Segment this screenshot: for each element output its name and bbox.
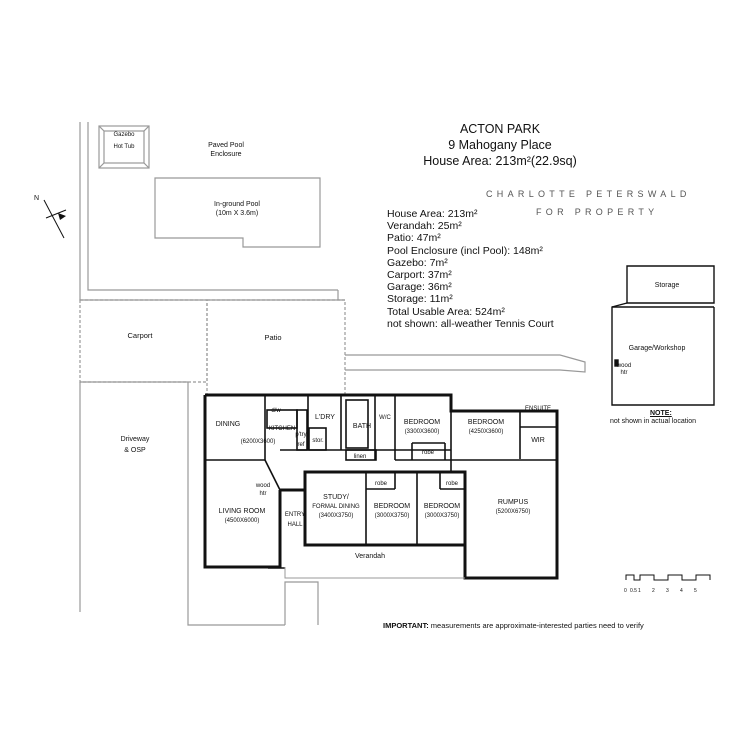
- pool-label-2: (10m X 3.6m): [216, 210, 258, 217]
- scale-label: 5: [694, 588, 697, 594]
- scale-label: 2: [652, 588, 655, 594]
- linen-label: linen: [354, 454, 367, 460]
- area-item: Gazebo: 7m²: [387, 256, 448, 269]
- bedroom-1-dim: (3300X3600): [405, 429, 440, 435]
- hot-tub-label: Hot Tub: [113, 144, 135, 150]
- disclaimer: IMPORTANT: measurements are approximate-…: [383, 621, 644, 630]
- robe-3-label: robe: [446, 481, 459, 487]
- area-list: House Area: 213m² Verandah: 25m² Patio: …: [387, 208, 554, 330]
- area-item: Patio: 47m²: [387, 232, 441, 245]
- dining-label: DINING: [216, 421, 241, 428]
- outbuildings: [611, 265, 715, 406]
- compass-rose: N: [34, 195, 67, 239]
- garage-label: Garage/Workshop: [629, 345, 686, 352]
- carport-label: Carport: [127, 331, 153, 340]
- gazebo-label: Gazebo: [113, 132, 135, 138]
- pantry-label: p'try: [295, 432, 306, 438]
- wood-heater-label: wood: [255, 483, 270, 489]
- driveway-label-2: & OSP: [124, 447, 146, 454]
- property-name: ACTON PARK: [459, 122, 541, 136]
- driveway-label-1: Driveway: [121, 436, 150, 443]
- wc-label: W/C: [379, 415, 391, 421]
- kitchen-label: KITCHEN: [269, 426, 295, 432]
- living-room-label: LIVING ROOM: [219, 508, 266, 515]
- property-address: 9 Mahogany Place: [448, 138, 552, 152]
- wood-heater-2-label-2: htr: [620, 370, 627, 376]
- bath-label: BATH: [353, 423, 371, 430]
- bedroom-3-dim: (3000X3750): [375, 513, 410, 519]
- brand-line-1: CHARLOTTE PETERSWALD: [486, 189, 691, 199]
- rumpus-dim: (5200X6750): [496, 509, 531, 515]
- robe-2-label: robe: [375, 481, 388, 487]
- bedroom-4-dim: (3000X3750): [425, 513, 460, 519]
- area-item: House Area: 213m²: [387, 208, 478, 220]
- entry-label-1: ENTRY: [285, 512, 305, 518]
- robe-1-label: robe: [422, 450, 435, 456]
- wir-label: WIR: [531, 437, 545, 444]
- wood-heater-label-2: htr: [259, 491, 266, 497]
- house-internal-walls: [205, 395, 557, 569]
- area-item: Storage: 11m²: [387, 293, 453, 306]
- property-house-area: House Area: 213m²(22.9sq): [423, 154, 577, 168]
- disclaimer-bold: IMPORTANT:: [383, 621, 429, 630]
- scale-bar: [625, 574, 711, 581]
- brand-line-2: FOR PROPERTY: [536, 207, 659, 217]
- store-label: stor.: [312, 438, 324, 444]
- scale-label: 3: [666, 588, 669, 594]
- study-label-2: FORMAL DINING: [312, 504, 360, 510]
- wood-heater-2-label: wood: [616, 363, 631, 369]
- study-label-1: STUDY/: [323, 494, 349, 501]
- study-dim: (3400X3750): [319, 513, 354, 519]
- verandah-label: Verandah: [355, 553, 385, 560]
- disclaimer-text: measurements are approximate-interested …: [428, 621, 644, 630]
- bedroom-2-dim: (4250X3600): [469, 429, 504, 435]
- verandah-outline: [284, 567, 465, 579]
- bedroom-4-label: BEDROOM: [424, 503, 460, 510]
- note-text: not shown in actual location: [610, 418, 696, 425]
- area-item: Verandah: 25m²: [387, 220, 462, 233]
- property-heading: ACTON PARK 9 Mahogany Place House Area: …: [400, 121, 600, 169]
- area-item: Garage: 36m²: [387, 281, 452, 294]
- site-boundaries: [79, 122, 586, 626]
- pool-label-1: In-ground Pool: [214, 201, 260, 208]
- note-title: NOTE:: [650, 410, 672, 417]
- bedroom-1-label: BEDROOM: [404, 419, 440, 426]
- area-item: Pool Enclosure (incl Pool): 148m²: [387, 244, 543, 257]
- entry-label-2: HALL: [287, 522, 303, 528]
- living-room-dim: (4500X6000): [225, 518, 260, 524]
- storage-label: Storage: [655, 282, 680, 289]
- bedroom-3-label: BEDROOM: [374, 503, 410, 510]
- scale-label: 0.5: [630, 588, 637, 594]
- ref-label: ref: [297, 442, 304, 448]
- area-item: Carport: 37m²: [387, 269, 452, 282]
- house-walls: [203, 393, 559, 580]
- scale-label: 0: [624, 588, 627, 594]
- scale-label: 4: [680, 588, 683, 594]
- bedroom-2-label: BEDROOM: [468, 419, 504, 426]
- laundry-label: L'DRY: [315, 414, 335, 421]
- dw-label: d/w: [271, 408, 281, 414]
- agency-brand: CHARLOTTE PETERSWALD FOR PROPERTY: [486, 189, 686, 217]
- rumpus-label: RUMPUS: [498, 499, 529, 506]
- paved-pool-label-2: Enclosure: [210, 151, 241, 158]
- ensuite-label: ENSUITE: [525, 406, 551, 412]
- patio-label: Patio: [264, 333, 281, 342]
- paved-pool-label-1: Paved Pool: [208, 142, 244, 149]
- area-item: not shown: all-weather Tennis Court: [387, 317, 554, 330]
- area-item: Total Usable Area: 524m²: [387, 305, 505, 318]
- scale-label: 1: [638, 588, 641, 594]
- dining-dim: (6200X3600): [241, 439, 276, 445]
- north-label: N: [34, 195, 39, 202]
